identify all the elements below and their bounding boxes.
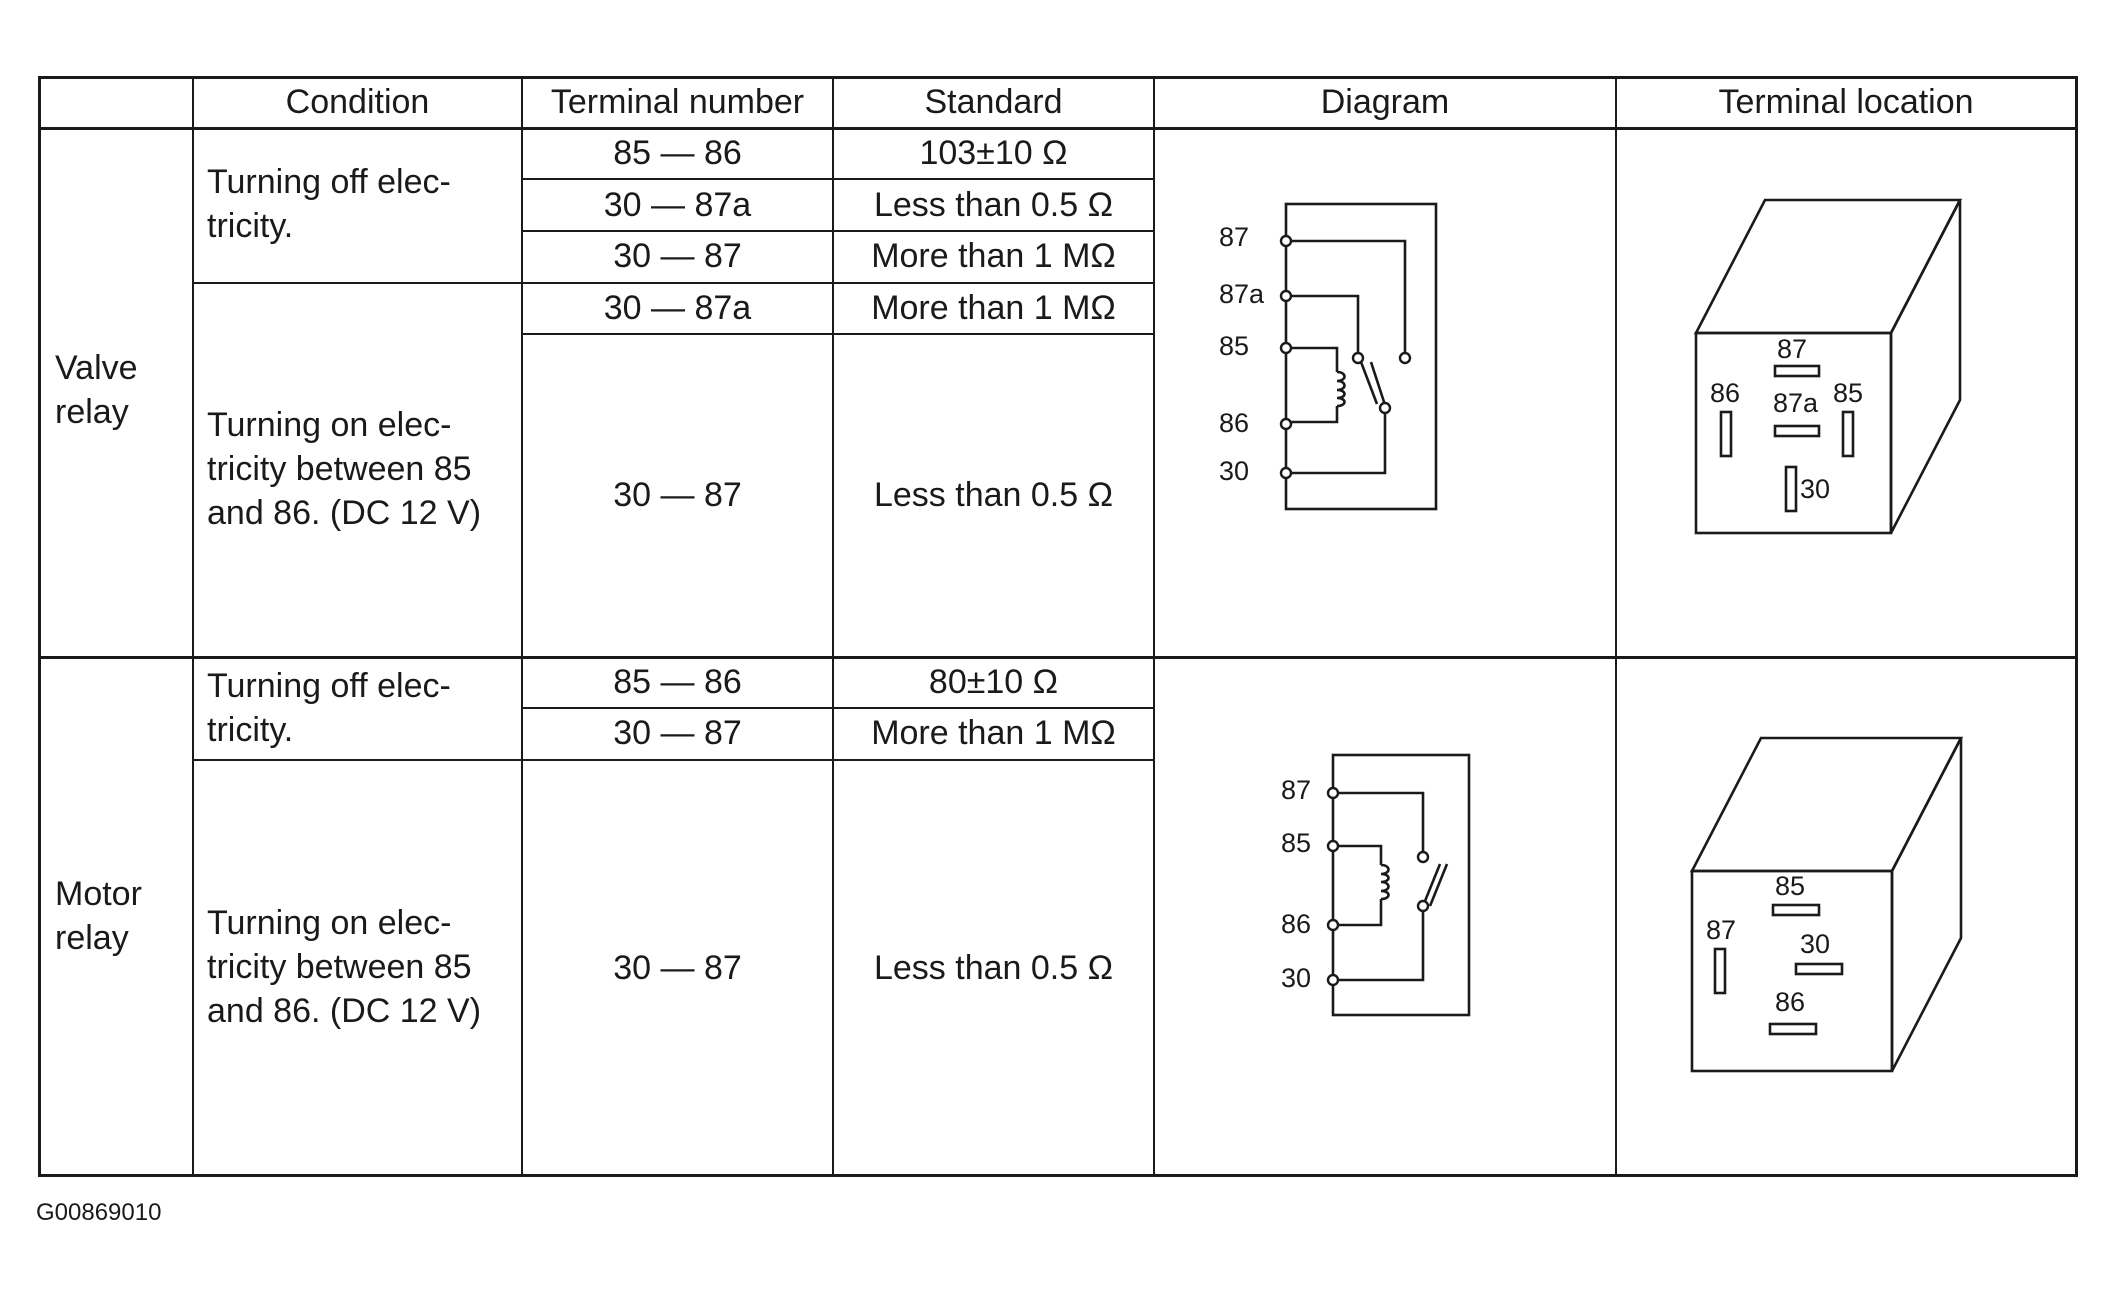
valve-standard-3: More than 1 MΩ: [871, 237, 1116, 275]
column-divider-terminal: [521, 76, 523, 1177]
motor-diagram-label-86: 86: [1281, 909, 1311, 939]
valve-relay-side-face: [1889, 199, 1962, 534]
valve-relay-front-face: [1694, 331, 1893, 535]
motor-location-label-87: 87: [1706, 915, 1736, 945]
valve-terminal-1: 85 — 86: [613, 134, 742, 172]
valve-wire-87a: [1291, 294, 1360, 358]
motor-wire-87: [1333, 791, 1425, 857]
valve-location-label-87: 87: [1777, 334, 1807, 364]
valve-standard-1: 103±10 Ω: [919, 134, 1068, 172]
valve-location-label-86: 86: [1710, 378, 1740, 408]
table-border-right: [2075, 76, 2078, 1177]
valve-group-line: [192, 282, 1155, 284]
header-terminal-number: Terminal number: [550, 83, 805, 121]
motor-terminal-87-pin: [1713, 947, 1727, 995]
motor-row-line-1: [521, 707, 1155, 709]
motor-standard-2: More than 1 MΩ: [871, 714, 1116, 752]
valve-switch-blade: [1369, 361, 1387, 406]
relay-separator: [38, 656, 2078, 659]
header-separator: [38, 127, 2078, 130]
valve-terminal-3: 30 — 87: [613, 237, 742, 275]
valve-diagram-label-87: 87: [1219, 222, 1249, 252]
valve-wire-87: [1291, 239, 1407, 358]
motor-location-label-85: 85: [1775, 871, 1805, 901]
motor-wire-85: [1333, 844, 1383, 865]
valve-wire-30: [1291, 408, 1387, 475]
relay-name-motor: Motor relay: [55, 875, 142, 957]
motor-condition-on: Turning on elec- tricity between 85 and …: [207, 904, 482, 1030]
valve-row-line-3: [521, 333, 1155, 335]
valve-coil-icon: [1336, 370, 1346, 408]
valve-wire-85: [1291, 346, 1339, 372]
valve-terminal-87a-pin: [1773, 424, 1821, 438]
valve-diagram-label-85: 85: [1219, 331, 1249, 361]
motor-relay-front-face: [1690, 869, 1894, 1073]
motor-location-label-30: 30: [1800, 929, 1830, 959]
motor-diagram-label-87: 87: [1281, 775, 1311, 805]
motor-diagram-label-30: 30: [1281, 963, 1311, 993]
valve-location-label-87a: 87a: [1773, 388, 1819, 418]
valve-terminal-2: 30 — 87a: [603, 186, 752, 224]
valve-terminal-85-pin: [1841, 410, 1855, 458]
valve-circuit-housing: [1284, 202, 1438, 511]
valve-terminal-87-pin: [1773, 364, 1821, 378]
motor-terminal-2: 30 — 87: [613, 714, 742, 752]
motor-switch-blade: [1421, 863, 1442, 907]
column-divider-condition: [192, 76, 194, 1177]
relay-name-valve: Valve relay: [55, 349, 138, 431]
valve-row-line-1: [521, 178, 1155, 180]
motor-relay-top-face: [1689, 736, 1964, 873]
table-border-left: [38, 76, 41, 1177]
motor-terminal-1: 85 — 86: [613, 663, 742, 701]
motor-terminal-3: 30 — 87: [613, 949, 742, 987]
valve-standard-5: Less than 0.5 Ω: [873, 476, 1113, 514]
valve-standard-4: More than 1 MΩ: [871, 289, 1116, 327]
valve-diagram-label-30: 30: [1219, 456, 1249, 486]
valve-relay-circuit-diagram: 87 87a 85 86 30: [1219, 202, 1438, 511]
valve-terminal-30-pin: [1784, 465, 1798, 513]
valve-wire-86: [1289, 406, 1339, 424]
valve-location-label-30: 30: [1800, 474, 1830, 504]
table-border-bottom: [38, 1174, 2078, 1177]
motor-wire-86: [1333, 899, 1383, 927]
valve-diagram-label-86: 86: [1219, 408, 1249, 438]
motor-condition-off: Turning off elec- tricity.: [207, 667, 451, 749]
motor-circuit-housing: [1331, 753, 1471, 1017]
valve-relay-top-face: [1693, 198, 1963, 335]
motor-relay-circuit-diagram: 87 85 86 30: [1281, 753, 1471, 1017]
motor-terminal-86-pin: [1768, 1022, 1818, 1036]
column-divider-location: [1615, 76, 1617, 1177]
header-condition: Condition: [285, 83, 430, 121]
valve-standard-2: Less than 0.5 Ω: [873, 186, 1113, 224]
header-standard: Standard: [924, 83, 1063, 121]
valve-terminal-5: 30 — 87: [613, 476, 742, 514]
figure-code: G00869010: [36, 1199, 162, 1226]
motor-relay-side-face: [1890, 737, 1963, 1072]
motor-terminal-85-pin: [1771, 903, 1821, 917]
valve-terminal-86-pin: [1719, 410, 1733, 458]
motor-terminal-30-pin: [1794, 962, 1844, 976]
motor-standard-1: 80±10 Ω: [928, 663, 1059, 701]
valve-relay-terminal-location: 87 86 87a 85 30: [1693, 198, 1963, 535]
valve-location-label-85: 85: [1833, 378, 1863, 408]
motor-wire-30: [1333, 906, 1425, 982]
valve-condition-on: Turning on elec- tricity between 85 and …: [207, 406, 482, 532]
column-divider-diagram: [1153, 76, 1155, 1177]
valve-terminal-4: 30 — 87a: [603, 289, 752, 327]
header-terminal-location: Terminal location: [1718, 83, 1974, 121]
motor-standard-3: Less than 0.5 Ω: [873, 949, 1113, 987]
valve-row-line-2: [521, 230, 1155, 232]
motor-diagram-label-85: 85: [1281, 828, 1311, 858]
column-divider-standard: [832, 76, 834, 1177]
motor-group-line: [192, 759, 1155, 761]
motor-relay-terminal-location: 85 87 30 86: [1689, 736, 1964, 1073]
header-diagram: Diagram: [1320, 83, 1450, 121]
valve-condition-off: Turning off elec- tricity.: [207, 163, 451, 245]
valve-diagram-label-87a: 87a: [1219, 279, 1265, 309]
motor-coil-icon: [1380, 863, 1390, 901]
motor-location-label-86: 86: [1775, 987, 1805, 1017]
table-border-top: [38, 76, 2078, 79]
